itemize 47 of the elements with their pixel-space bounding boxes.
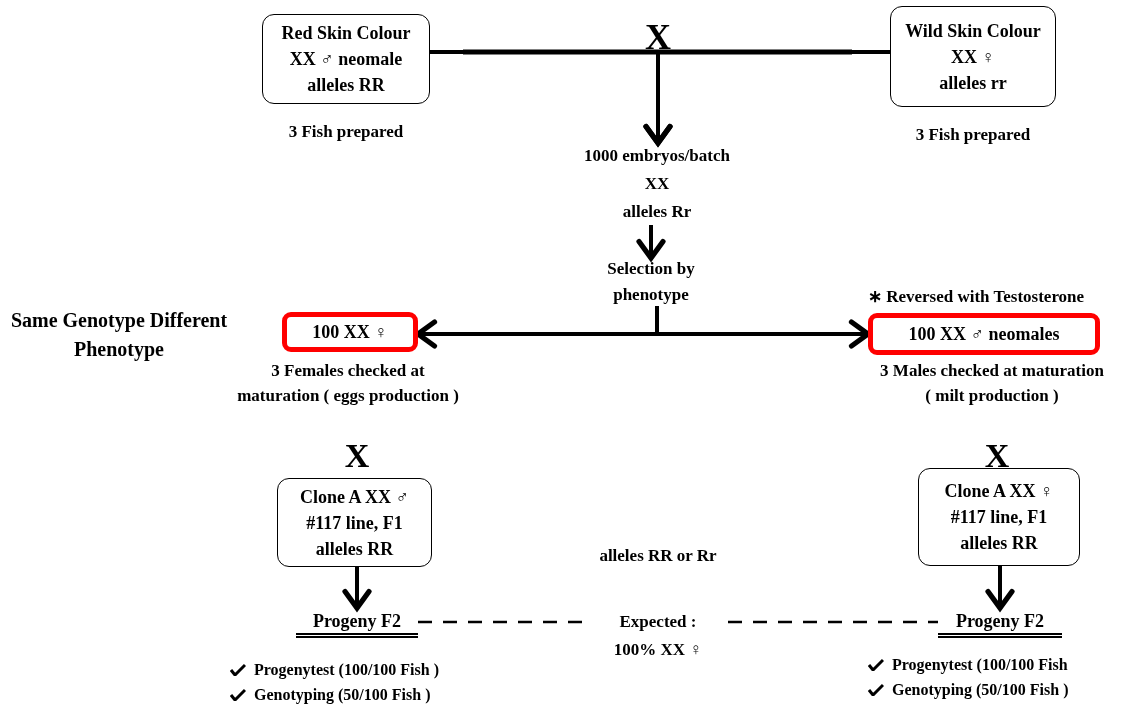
highlight-box xyxy=(868,313,1100,355)
text-label: Expected : xyxy=(619,611,697,633)
box-text: Clone A XX ♂ xyxy=(300,485,409,509)
box-text: Red Skin Colour xyxy=(281,22,411,45)
caption-text: ∗ Reversed with Testosterone xyxy=(866,286,1086,308)
rounded-box xyxy=(262,14,430,104)
box-text: 100 XX ♂ neomales xyxy=(908,323,1060,346)
checklist-text: Genotyping (50/100 Fish ) xyxy=(254,685,431,706)
caption-text: 3 Males checked at maturation ( milt production ) xyxy=(880,360,1104,407)
text-label: Same Genotype Different Phenotype xyxy=(9,308,229,363)
text-label: 100% XX ♀ xyxy=(613,639,703,661)
checklist-text: Genotyping (50/100 Fish ) xyxy=(892,680,1069,701)
text-label: 1000 embryos/batch xyxy=(584,145,730,167)
caption-text: 3 Fish prepared xyxy=(914,124,1032,146)
text-label: XX xyxy=(644,173,670,195)
cross-symbol: X xyxy=(343,436,371,476)
highlight-box xyxy=(282,312,418,352)
text-label: alleles Rr xyxy=(622,201,692,223)
box-text: 100 XX ♀ xyxy=(312,321,388,344)
text-label: Selection by phenotype xyxy=(591,258,711,306)
box-text: #117 line, F1 xyxy=(306,511,403,535)
box-text: alleles RR xyxy=(960,532,1038,555)
underlined-label: Progeny F2 xyxy=(938,608,1062,638)
arrow xyxy=(636,225,666,261)
caption-text: 3 Fish prepared xyxy=(287,121,405,143)
caption-text: 3 Females checked at maturation ( eggs production ) xyxy=(236,360,460,407)
arrow xyxy=(985,566,1015,611)
box-text: alleles RR xyxy=(315,537,394,561)
cross-symbol: X xyxy=(644,16,672,59)
box-text: alleles rr xyxy=(939,71,1007,95)
checklist-text: Progenytest (100/100 Fish xyxy=(892,655,1068,676)
underlined-label: Progeny F2 xyxy=(296,608,418,638)
checklist-text: Progenytest (100/100 Fish ) xyxy=(254,660,439,681)
rounded-box xyxy=(890,6,1056,107)
box-text: Wild Skin Colour xyxy=(905,19,1041,43)
rounded-box xyxy=(918,468,1080,566)
box-text: XX ♀ xyxy=(951,45,995,69)
text-label: alleles RR or Rr xyxy=(598,545,718,567)
arrow xyxy=(643,50,890,146)
box-text: #117 line, F1 xyxy=(950,506,1048,529)
box-text: XX ♂ neomale xyxy=(289,48,403,71)
rounded-box xyxy=(277,478,432,567)
arrow xyxy=(342,567,372,611)
box-text: Clone A XX ♀ xyxy=(944,480,1054,503)
dashed-line xyxy=(728,620,938,624)
cross-symbol: X xyxy=(983,436,1011,476)
box-text: alleles RR xyxy=(307,74,385,97)
